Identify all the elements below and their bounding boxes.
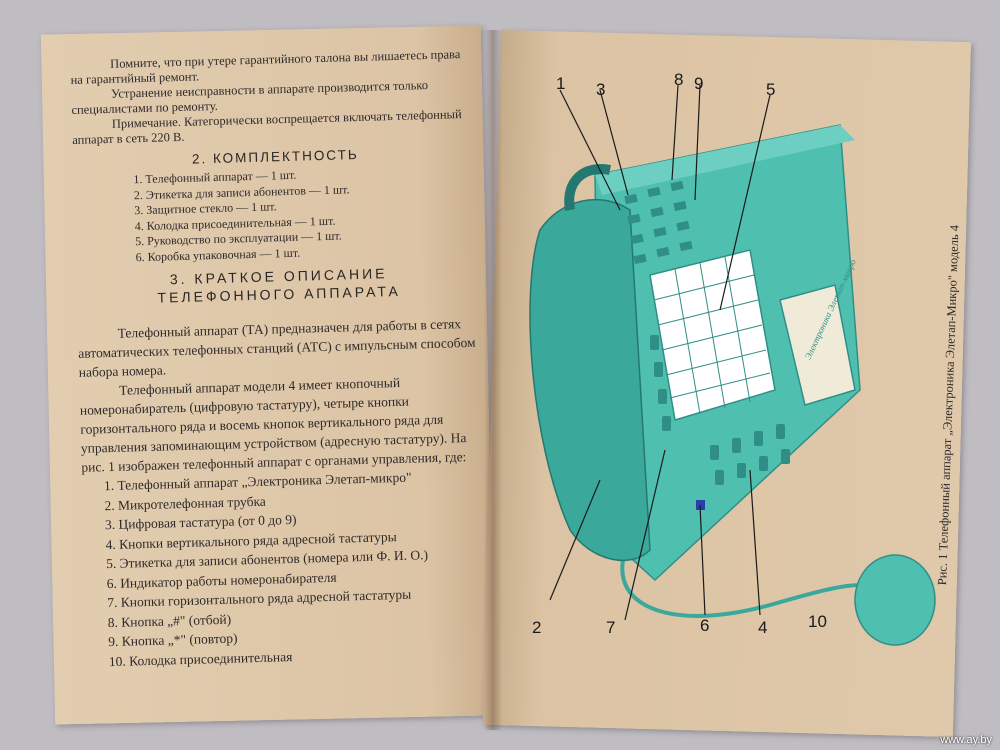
callout-1: 1: [556, 74, 566, 93]
callout-leaders: [549, 84, 771, 621]
handset-earpiece: [564, 164, 611, 211]
horizontal-address-buttons: [715, 449, 790, 485]
callout-2: 2: [532, 618, 542, 637]
kit-list: 1. Телефонный аппарат — 1 шт. 2. Этикетк…: [73, 163, 480, 267]
vertical-address-buttons: [650, 335, 785, 460]
connector-block: [854, 554, 936, 646]
callout-4: 4: [758, 618, 768, 637]
callout-3: 3: [596, 80, 606, 99]
site-watermark: www.ay.by: [940, 734, 992, 746]
description-paragraph-2: Телефонный аппарат модели 4 имеет кнопоч…: [79, 374, 467, 475]
handset: [529, 198, 651, 562]
callout-10: 10: [808, 612, 827, 631]
subscriber-label-grid: [649, 249, 776, 421]
phone-top-edge: [595, 125, 855, 195]
callout-8: 8: [674, 70, 684, 89]
digit-keypad: [624, 180, 693, 265]
callout-6: 6: [700, 616, 710, 635]
callout-5: 5: [766, 80, 776, 99]
left-page-text: Помните, что при утере гарантийного тало…: [70, 47, 492, 672]
parts-list: 1. Телефонный аппарат „Электроника Элета…: [82, 466, 492, 672]
callout-9: 9: [694, 74, 704, 93]
book-gutter: [484, 30, 502, 730]
phone-illustration: Электроника Элетап-микро: [529, 84, 936, 646]
callout-7: 7: [606, 618, 616, 637]
